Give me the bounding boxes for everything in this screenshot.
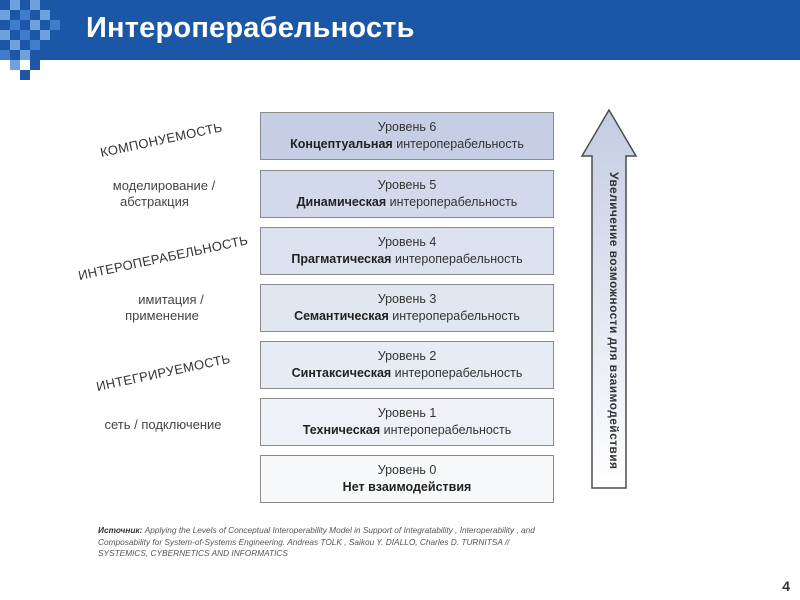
label-abstraction: абстракция bbox=[120, 194, 189, 209]
level-2-box: Уровень 2 Синтаксическая интероперабельн… bbox=[260, 341, 554, 389]
level-4-bold: Прагматическая bbox=[291, 252, 392, 266]
level-3-label: Уровень 3 bbox=[377, 292, 437, 306]
label-interoperability: ИНТЕРОПЕРАБЕЛЬНОСТЬ bbox=[76, 232, 250, 283]
level-2-title: Синтаксическая интероперабельность bbox=[261, 365, 553, 382]
level-1-box: Уровень 1 Техническая интероперабельност… bbox=[260, 398, 554, 446]
source-prefix: Источник: bbox=[98, 525, 143, 535]
level-1-rest: интероперабельность bbox=[380, 423, 512, 437]
level-6-box: Уровень 6 Концептуальная интероперабельн… bbox=[260, 112, 554, 160]
level-5-title: Динамическая интероперабельность bbox=[261, 194, 553, 211]
label-simulation-application: имитация / применение bbox=[102, 292, 222, 324]
label-modeling-abstraction: моделирование / абстракция bbox=[104, 178, 224, 210]
level-3-title: Семантическая интероперабельность bbox=[261, 308, 553, 325]
page-number: 4 bbox=[782, 578, 790, 594]
level-4-title: Прагматическая интероперабельность bbox=[261, 251, 553, 268]
level-6-title: Концептуальная интероперабельность bbox=[261, 136, 553, 153]
label-network: сеть / подключение bbox=[104, 417, 222, 432]
label-application: применение bbox=[125, 308, 199, 323]
level-1-title: Техническая интероперабельность bbox=[261, 422, 553, 439]
source-line-2: Composability for System-of-Systems Engi… bbox=[98, 536, 510, 547]
level-0-title: Нет взаимодействия bbox=[261, 479, 553, 496]
up-arrow-icon bbox=[580, 108, 638, 489]
level-5-box: Уровень 5 Динамическая интероперабельнос… bbox=[260, 170, 554, 218]
slide-title: Интероперабельность bbox=[86, 12, 415, 44]
level-3-bold: Семантическая bbox=[294, 309, 389, 323]
checker-pattern-logo bbox=[0, 0, 80, 80]
source-line-1: Источник: Applying the Levels of Concept… bbox=[98, 525, 598, 537]
level-4-label: Уровень 4 bbox=[377, 235, 437, 249]
arrow-label: Увеличение возможности для взаимодействи… bbox=[607, 172, 621, 470]
source-line-3: SYSTEMICS, CYBERNETICS AND INFORMATICS bbox=[98, 548, 288, 558]
level-6-label: Уровень 6 bbox=[377, 120, 437, 134]
level-0-box: Уровень 0 Нет взаимодействия bbox=[260, 455, 554, 503]
source-line-1-text: Applying the Levels of Conceptual Intero… bbox=[142, 525, 535, 535]
level-2-bold: Синтаксическая bbox=[291, 366, 392, 380]
level-4-box: Уровень 4 Прагматическая интероперабельн… bbox=[260, 227, 554, 275]
label-modeling: моделирование / bbox=[112, 178, 216, 193]
level-5-bold: Динамическая bbox=[296, 195, 387, 209]
label-integratability: ИНТЕГРИРУЕМОСТЬ bbox=[94, 350, 232, 394]
level-3-box: Уровень 3 Семантическая интероперабельно… bbox=[260, 284, 554, 332]
level-3-rest: интероперабельность bbox=[388, 309, 520, 323]
slide-header bbox=[0, 0, 800, 60]
source-citation: Источник: Applying the Levels of Concept… bbox=[98, 525, 598, 560]
label-simulation: имитация / bbox=[138, 292, 204, 307]
level-2-rest: интероперабельность bbox=[391, 366, 523, 380]
level-1-bold: Техническая bbox=[302, 423, 381, 437]
level-0-label: Уровень 0 bbox=[377, 463, 437, 477]
level-4-rest: интероперабельность bbox=[391, 252, 523, 266]
label-composability: КОМПОНУЕМОСТЬ bbox=[98, 119, 224, 160]
level-5-rest: интероперабельность bbox=[386, 195, 518, 209]
level-2-label: Уровень 2 bbox=[377, 349, 437, 363]
level-0-bold: Нет взаимодействия bbox=[342, 480, 472, 494]
level-6-bold: Концептуальная bbox=[290, 137, 393, 151]
level-5-label: Уровень 5 bbox=[377, 178, 437, 192]
level-1-label: Уровень 1 bbox=[377, 406, 437, 420]
level-6-rest: интероперабельность bbox=[392, 137, 524, 151]
